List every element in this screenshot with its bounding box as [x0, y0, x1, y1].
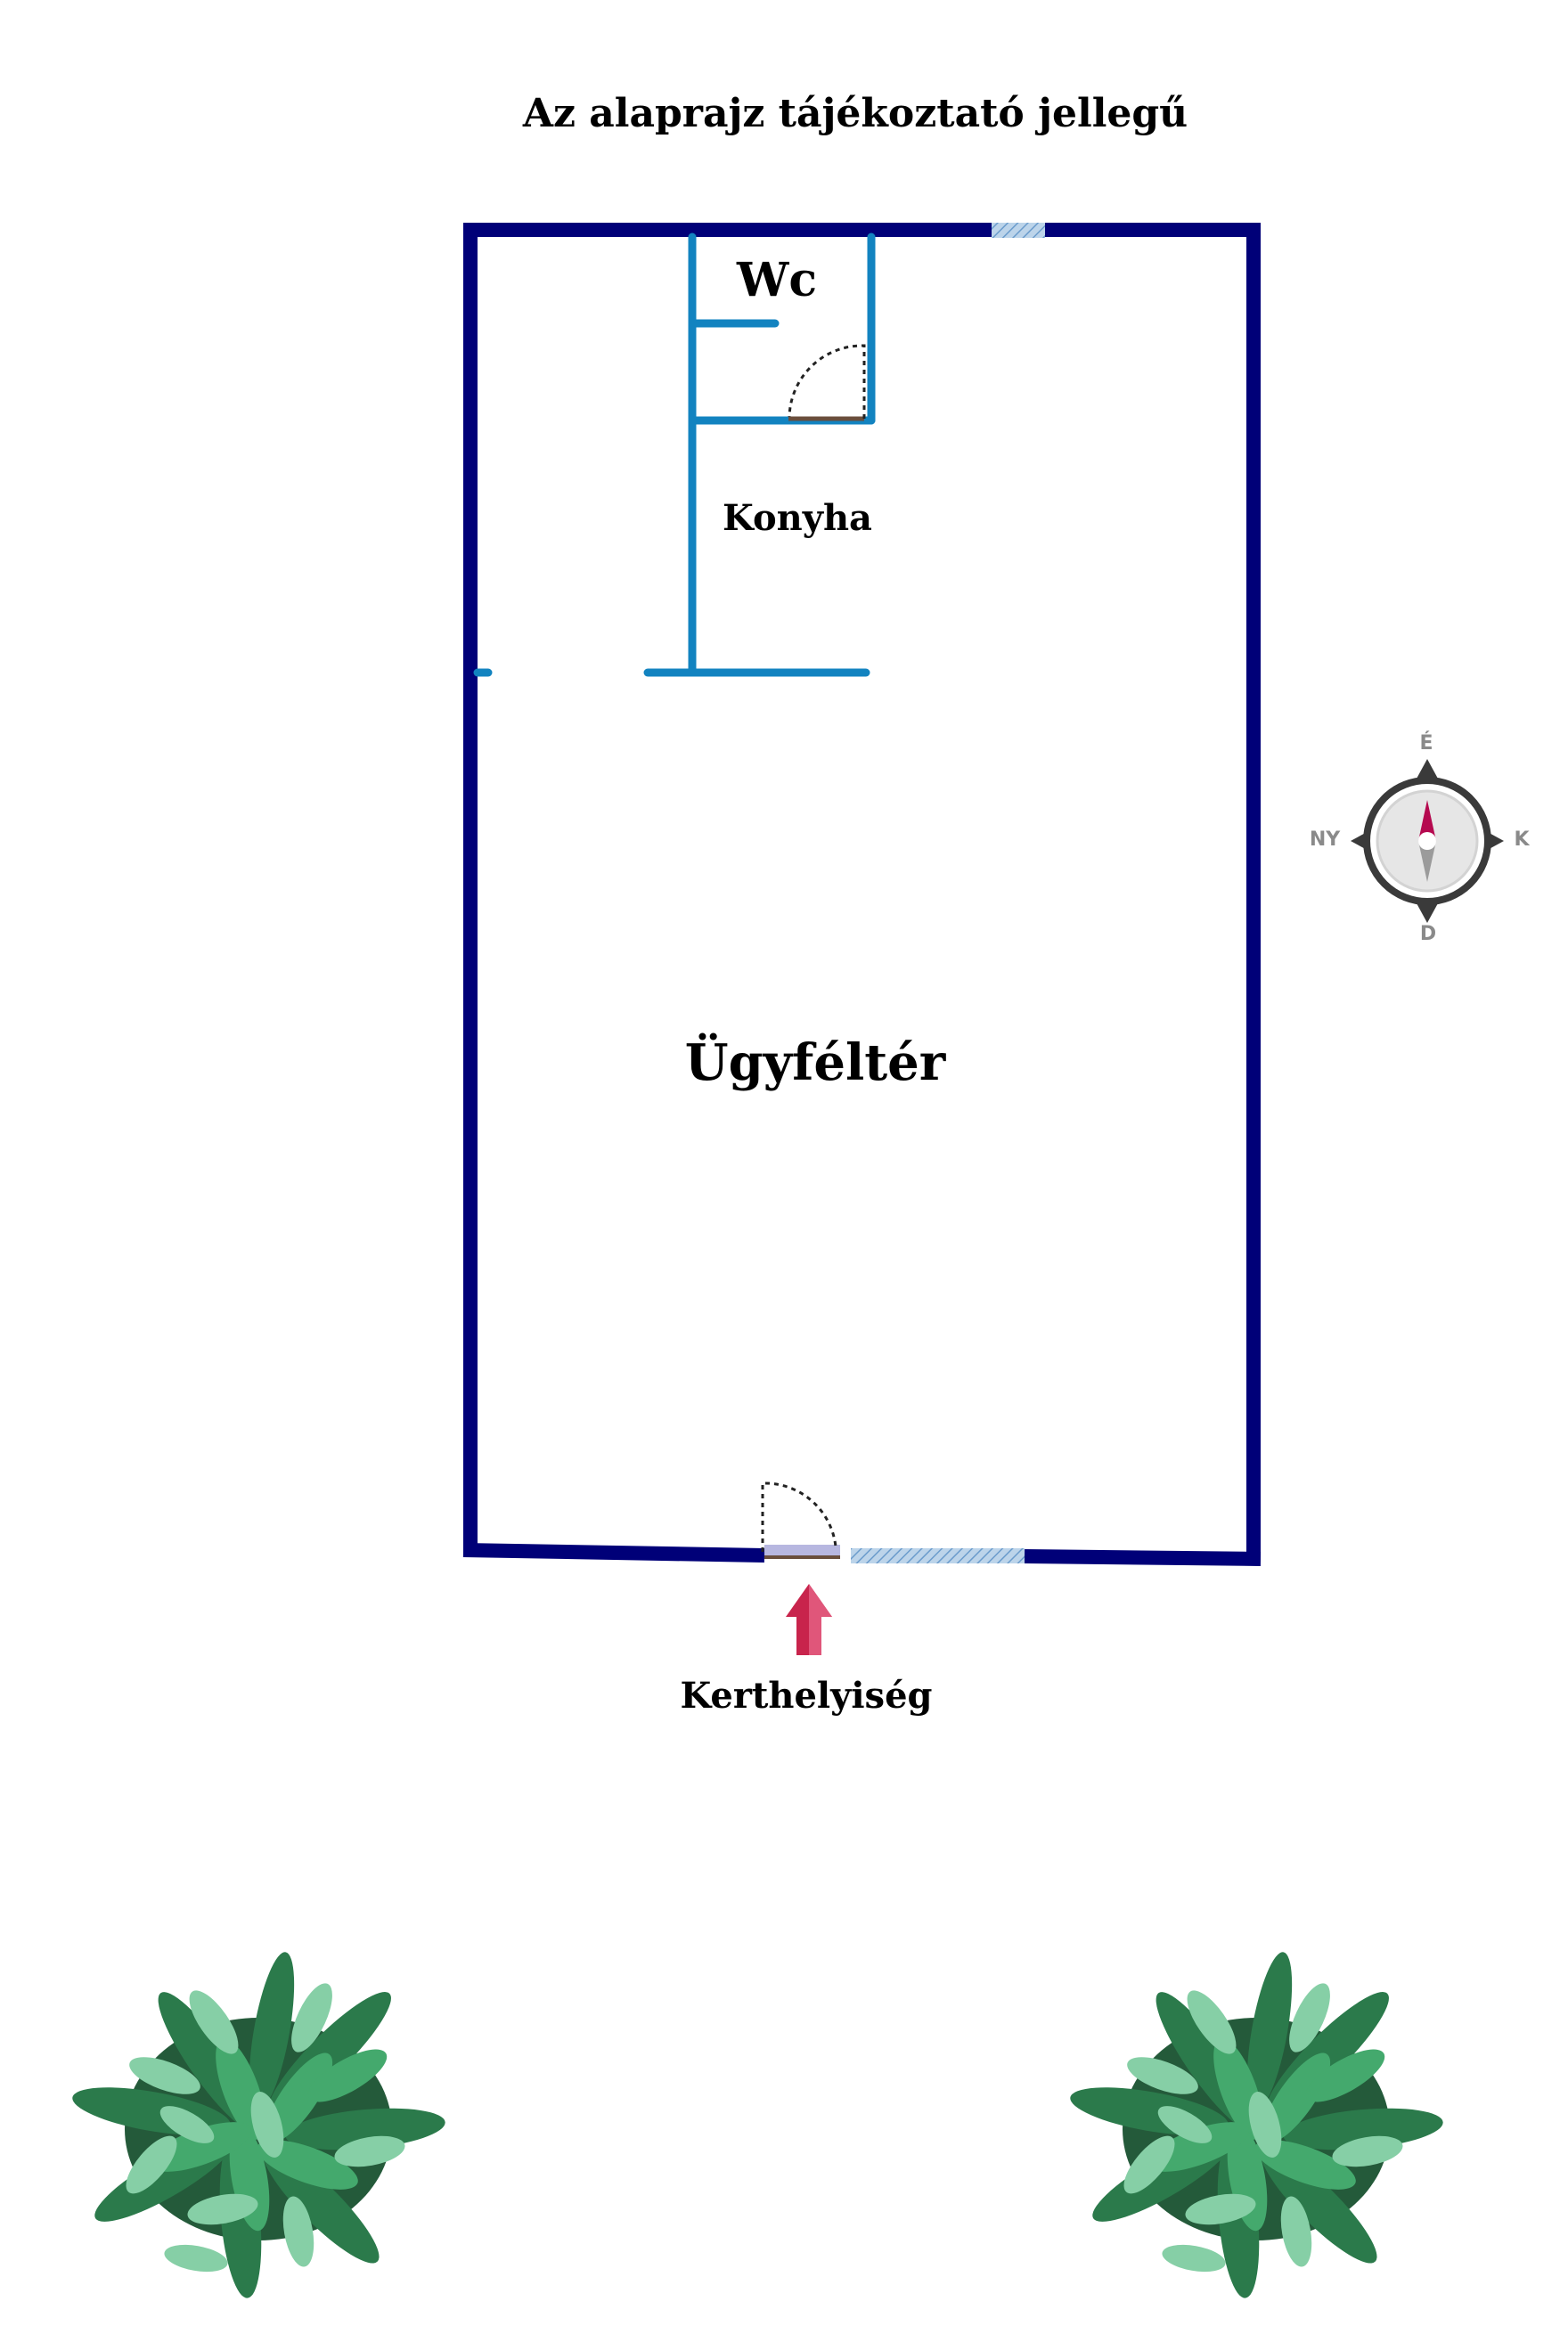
compass-west-label: NY — [1309, 828, 1341, 851]
compass-east-label: K — [1514, 828, 1530, 851]
disclaimer-title: Az alaprajz tájékoztató jellegű — [522, 91, 1188, 136]
entrance-label: Kerthelyiség — [680, 1675, 933, 1717]
room-label-wc: Wc — [736, 253, 818, 307]
compass-icon — [1351, 759, 1504, 923]
plant-right-icon — [1066, 1948, 1445, 2300]
entrance-arrow-icon — [786, 1584, 832, 1655]
plant-left-icon — [72, 1952, 445, 2298]
window-bottom — [851, 1548, 1025, 1563]
window-top — [992, 223, 1045, 238]
compass-north-label: É — [1419, 732, 1433, 755]
room-label-ugyfelter: Ügyféltér — [684, 1033, 946, 1092]
entrance-door — [761, 1481, 840, 1559]
wc-door — [788, 344, 866, 421]
compass-south-label: D — [1419, 923, 1437, 945]
room-label-konyha: Konyha — [723, 497, 872, 539]
outer-wall — [462, 223, 1262, 1566]
